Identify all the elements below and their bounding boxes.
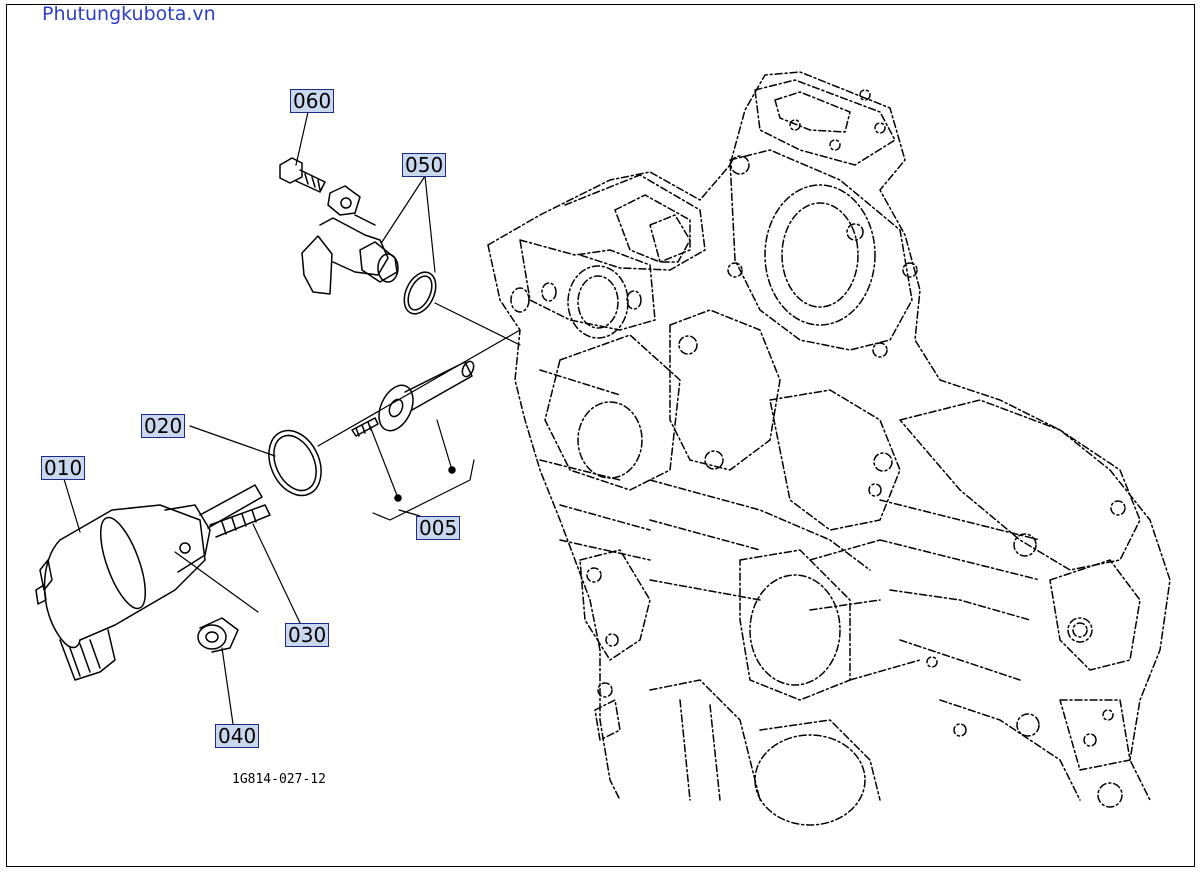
drawing-code: 1G814-027-12 <box>232 772 326 787</box>
site-watermark[interactable]: Phutungkubota.vn <box>42 3 216 25</box>
callout-040[interactable]: 040 <box>215 724 260 748</box>
sensor-050 <box>301 185 399 295</box>
drawing-frame <box>6 4 1195 867</box>
callout-005[interactable]: 005 <box>416 516 461 540</box>
bolt-060 <box>279 157 326 193</box>
callout-010[interactable]: 010 <box>41 456 86 480</box>
o-ring-020 <box>268 429 322 497</box>
nut-040 <box>197 617 239 653</box>
group-bracket-005 <box>369 419 475 521</box>
callout-050[interactable]: 050 <box>402 153 447 177</box>
engine-housing <box>487 71 1171 826</box>
callout-060[interactable]: 060 <box>290 89 335 113</box>
solenoid-010 <box>35 484 271 681</box>
callout-020[interactable]: 020 <box>141 414 186 438</box>
callout-leaders <box>63 111 436 725</box>
valve-005 <box>351 360 475 437</box>
o-ring-050 <box>403 271 437 315</box>
callout-030[interactable]: 030 <box>285 623 330 647</box>
assembly-axis-lines <box>174 302 521 613</box>
